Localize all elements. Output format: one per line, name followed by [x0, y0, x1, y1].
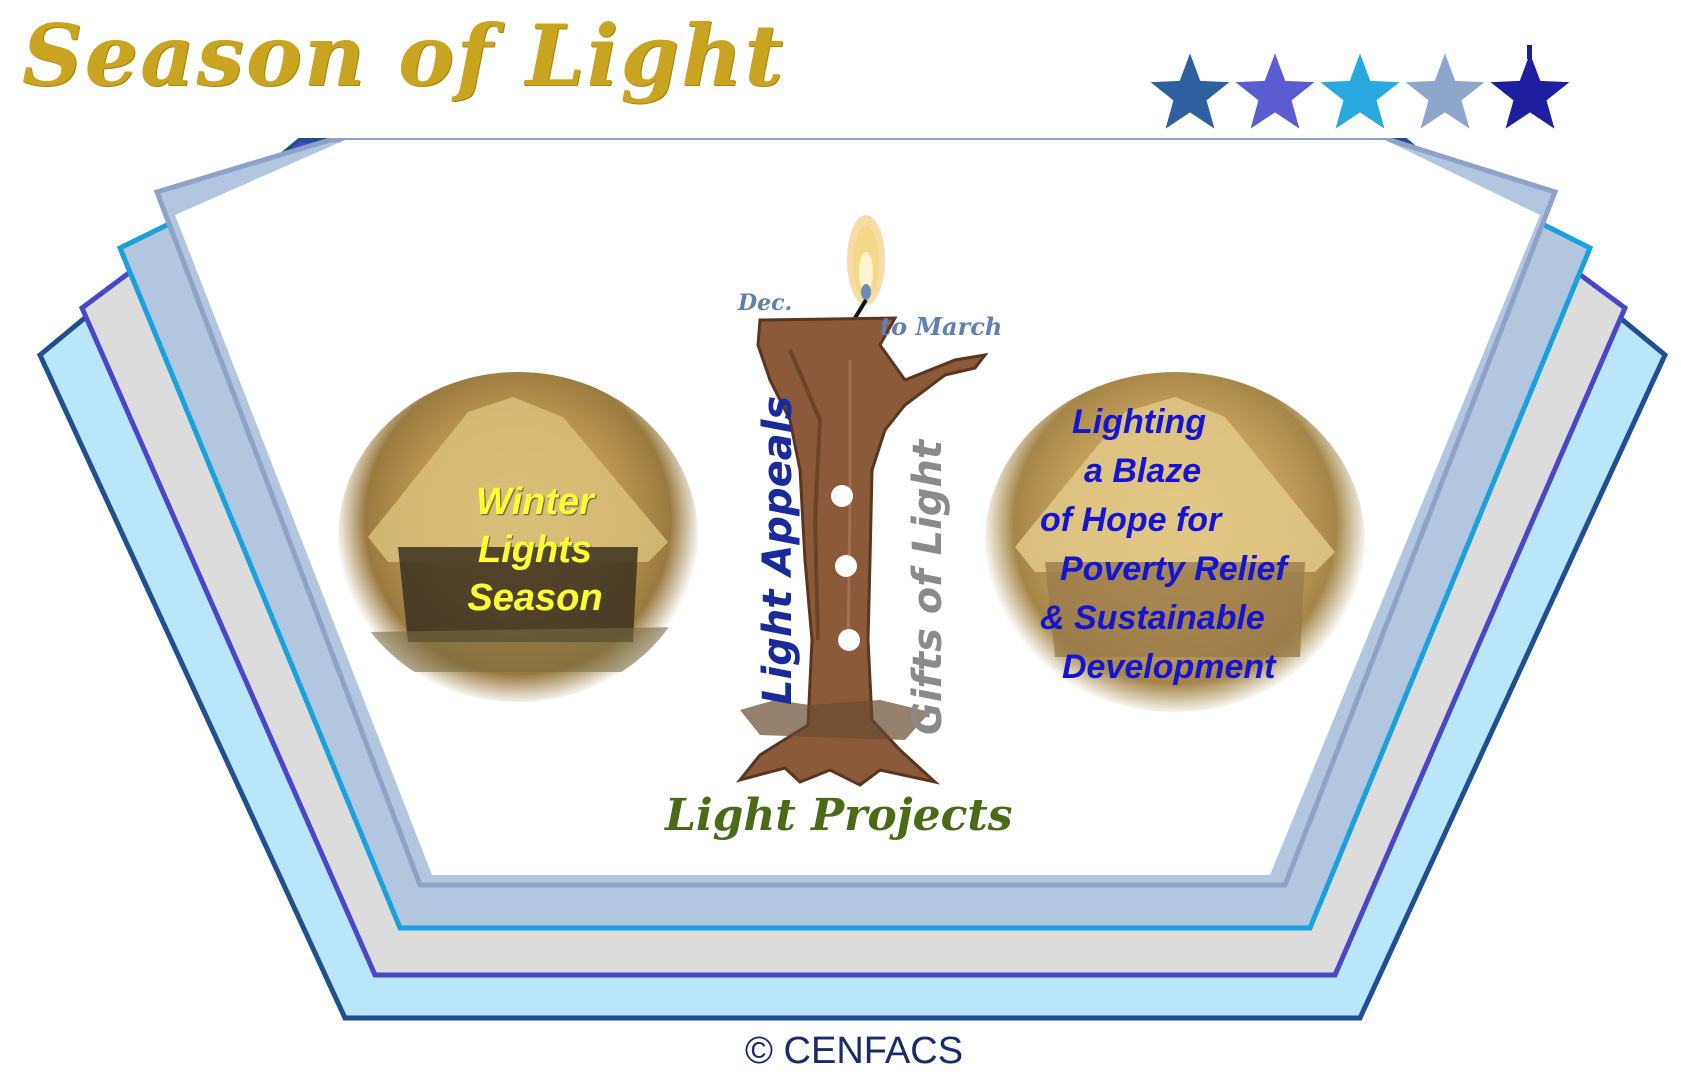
- left-line-3: Season: [467, 577, 603, 619]
- right-line-3: of Hope for: [1040, 501, 1222, 539]
- left-line-1: Winter: [476, 481, 594, 523]
- star-tick-mark: [1527, 45, 1532, 59]
- trunk-hole-2: [835, 555, 857, 577]
- star-icon-5: [1487, 50, 1573, 131]
- right-line-6: Development: [1062, 648, 1276, 686]
- left-hut-image: [338, 372, 698, 702]
- left-circle-text: Winter Lights Season: [445, 478, 625, 622]
- copyright-footer: © CENFACS: [745, 1030, 964, 1072]
- left-line-2: Lights: [478, 529, 592, 571]
- right-circle-text: Lighting a Blaze of Hope for Poverty Rel…: [1040, 398, 1340, 692]
- period-start: Dec.: [738, 290, 793, 316]
- right-line-1: Lighting: [1072, 403, 1207, 441]
- light-projects-label: Light Projects: [665, 790, 1013, 841]
- page-title: Season of Light: [22, 6, 786, 105]
- right-hut-image: [985, 372, 1365, 712]
- right-line-2: a Blaze: [1084, 452, 1202, 490]
- star-icon-1: [1147, 50, 1233, 131]
- stars-row: [1147, 45, 1573, 131]
- light-appeals-label: Light Appeals: [755, 395, 801, 705]
- hut-icon: [368, 397, 678, 672]
- candle-flame-icon: [847, 215, 885, 320]
- trunk-hole-3: [838, 629, 860, 651]
- right-line-4: Poverty Relief: [1060, 550, 1287, 588]
- star-icon-4: [1402, 50, 1488, 131]
- star-icon-3: [1317, 50, 1403, 131]
- title-backdrop: [0, 0, 1681, 138]
- gifts-of-light-label: Gifts of Light: [905, 439, 951, 735]
- period-end: to March: [880, 312, 1003, 341]
- trunk-hole-1: [831, 485, 853, 507]
- tree-trunk-graphic: [735, 316, 989, 787]
- star-icon-2: [1232, 50, 1318, 131]
- right-line-5: & Sustainable: [1040, 599, 1265, 637]
- hut-icon: [1015, 397, 1335, 657]
